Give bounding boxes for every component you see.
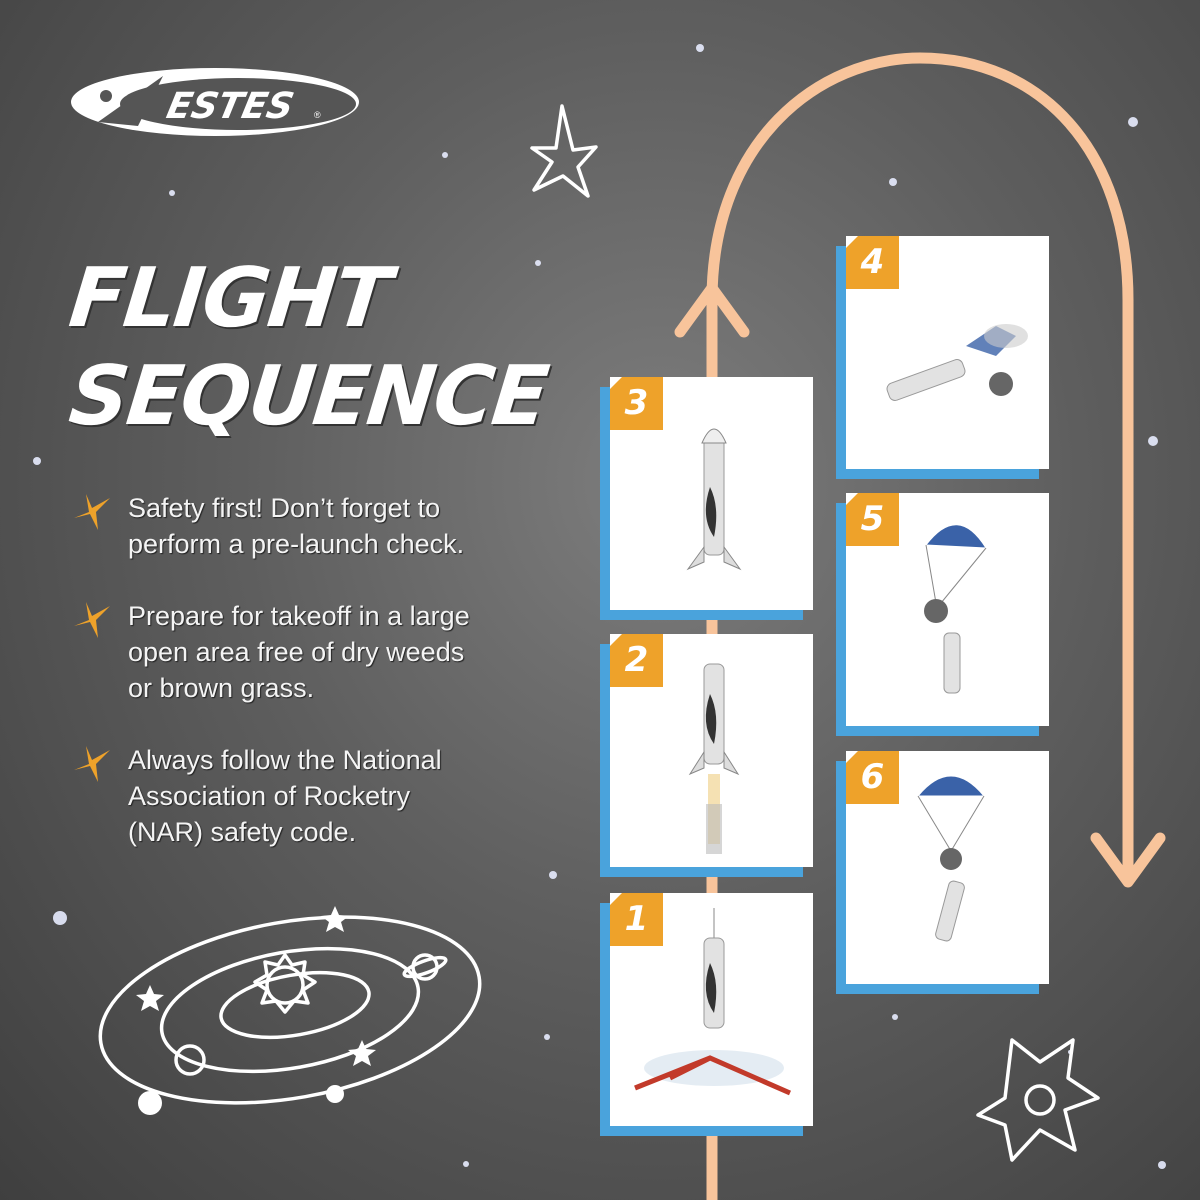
four-point-star-icon [74, 602, 110, 638]
step-badge: 5 [846, 493, 899, 546]
parachute-deploy-image [924, 524, 987, 694]
svg-text:ESTES: ESTES [163, 84, 298, 127]
tip-line: (NAR) safety code. [128, 817, 357, 847]
estes-logo: ESTES ® [71, 68, 359, 136]
rocket-liftoff-image [688, 663, 740, 854]
tip-line: or brown grass. [128, 673, 315, 703]
step-card-5: 5 [846, 493, 1049, 726]
star-doodle-icon [530, 104, 598, 198]
step-badge: 4 [846, 236, 899, 289]
step-card-2: 2 [610, 634, 813, 867]
step-card-6: 6 [846, 751, 1049, 984]
svg-text:®: ® [314, 110, 321, 120]
rocket-coast-image [686, 428, 742, 571]
step-badge: 2 [610, 634, 663, 687]
tip-line: Safety first! Don’t forget to [128, 493, 441, 523]
tip-line: Always follow the National [128, 745, 442, 775]
rocket-ejection-image [886, 324, 1028, 401]
parachute-descent-image [916, 775, 986, 942]
step-badge: 1 [610, 893, 663, 946]
step-card-1: 1 [610, 893, 813, 1126]
tip-line: perform a pre-launch check. [128, 529, 465, 559]
tip-launch-area: Prepare for takeoff in a large open area … [72, 598, 552, 706]
four-point-star-icon [74, 494, 110, 530]
rocket-on-launch-pad-image [634, 908, 792, 1096]
sun-doodle-icon [976, 1038, 1100, 1162]
tip-line: Prepare for takeoff in a large [128, 601, 470, 631]
solar-system-doodle-icon [98, 915, 482, 1105]
four-point-star-icon [74, 746, 110, 782]
step-card-4: 4 [846, 236, 1049, 469]
step-badge: 3 [610, 377, 663, 430]
tip-safety-check: Safety first! Don’t forget to perform a p… [72, 490, 552, 562]
step-badge: 6 [846, 751, 899, 804]
step-card-3: 3 [610, 377, 813, 610]
tip-line: Association of Rocketry [128, 781, 411, 811]
tip-line: open area free of dry weeds [128, 637, 465, 667]
